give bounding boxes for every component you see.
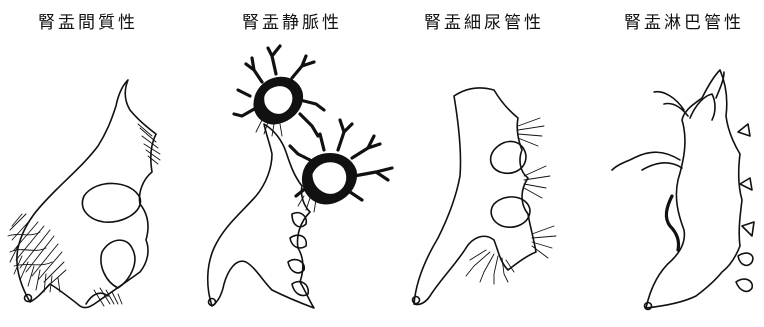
pelvis-drawing-tubular: [413, 88, 557, 305]
pelvis-drawing-lymphatic: [612, 70, 754, 310]
hatched-region-upper-right: [138, 124, 160, 164]
pelvis-drawing-venous: [208, 46, 392, 308]
lymph-nodules: [736, 124, 754, 291]
vein-plexus-lower: [290, 120, 392, 212]
hatched-region-bottom: [94, 288, 122, 306]
lymph-vessels: [612, 72, 724, 250]
pelvis-drawing-interstitial: [8, 80, 160, 308]
vein-plexus-upper: [234, 46, 324, 136]
tubule-tufts: [466, 118, 556, 284]
